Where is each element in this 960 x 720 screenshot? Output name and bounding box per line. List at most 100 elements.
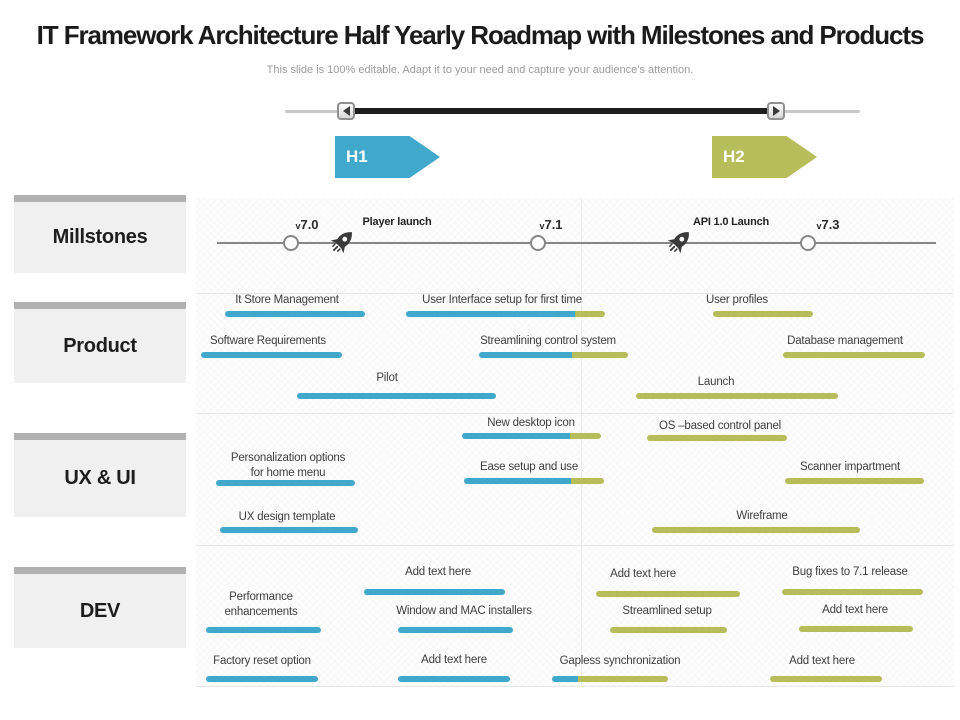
row-separator xyxy=(196,686,954,687)
task-label: Launch xyxy=(697,376,735,388)
task-label: Personalization options for home menu xyxy=(230,452,346,479)
task-bar-segment-olive xyxy=(572,352,628,358)
task-label: UX design template xyxy=(238,511,336,523)
task-label: Wireframe xyxy=(736,510,788,522)
task-bar-segment-blue xyxy=(398,627,513,633)
milestone-circle xyxy=(800,235,816,251)
task-label: Streamlining control system xyxy=(480,335,616,347)
task-label: Ease setup and use xyxy=(479,461,579,473)
slider-right-handle[interactable] xyxy=(767,102,785,120)
task-label: Add text here xyxy=(405,566,471,578)
task-bar xyxy=(398,627,513,633)
half-arrow-label: H2 xyxy=(723,147,745,166)
version-prefix: v xyxy=(295,221,301,231)
subtitle: This slide is 100% editable. Adapt it to… xyxy=(266,64,694,76)
task-bar xyxy=(783,352,925,358)
version-label: v7.3 xyxy=(816,217,839,232)
task-label: Add text here xyxy=(822,604,888,616)
task-bar xyxy=(713,311,813,317)
task-label: OS –based control panel xyxy=(659,420,781,432)
task-bar-segment-olive xyxy=(636,393,838,399)
task-bar-segment-olive xyxy=(785,478,924,484)
task-bar xyxy=(220,527,358,533)
task-bar-segment-olive xyxy=(799,626,913,632)
half-arrow-h2: H2 xyxy=(712,136,817,178)
sidebar-row-dev: DEV xyxy=(14,567,186,648)
task-bar-segment-olive xyxy=(596,591,740,597)
task-bar xyxy=(652,527,860,533)
sidebar-row-label: UX & UI xyxy=(64,467,136,489)
milestone-event-label: Player launch xyxy=(362,216,432,228)
sidebar-row-ux-ui: UX & UI xyxy=(14,433,186,517)
slider-right-arrow-icon xyxy=(772,106,780,116)
task-bar-segment-blue xyxy=(406,311,575,317)
sidebar-row-label: Product xyxy=(63,334,137,357)
task-bar-segment-olive xyxy=(610,627,727,633)
task-label: New desktop icon xyxy=(487,417,575,429)
row-separator xyxy=(196,413,954,414)
task-bar xyxy=(552,676,668,682)
task-label: Bug fixes to 7.1 release xyxy=(792,566,908,578)
task-label: Streamlined setup xyxy=(622,605,712,617)
version-number: 7.3 xyxy=(821,217,840,232)
task-bar-segment-blue xyxy=(220,527,358,533)
task-bar-segment-olive xyxy=(652,527,860,533)
task-bar-segment-blue xyxy=(297,393,496,399)
task-bar-segment-blue xyxy=(462,433,570,439)
task-bar-segment-blue xyxy=(201,352,342,358)
task-bar xyxy=(596,591,740,597)
task-label: Add text here xyxy=(789,655,855,667)
task-bar-segment-olive xyxy=(770,676,882,682)
task-bar-segment-olive xyxy=(578,676,668,682)
timeline-line xyxy=(217,242,936,244)
task-bar xyxy=(225,311,365,317)
milestone-circle xyxy=(530,235,546,251)
page-title: IT Framework Architecture Half Yearly Ro… xyxy=(36,20,925,50)
task-bar-segment-olive xyxy=(570,433,601,439)
task-bar xyxy=(610,627,727,633)
task-bar-segment-olive xyxy=(782,589,923,595)
task-bar xyxy=(647,435,787,441)
task-label: Performance enhancements xyxy=(224,591,298,618)
task-label: Add text here xyxy=(421,654,487,666)
task-bar xyxy=(785,478,924,484)
task-label: It Store Management xyxy=(235,294,339,306)
sidebar-row-label: DEV xyxy=(79,599,121,622)
roadmap-canvas xyxy=(196,198,954,686)
sidebar-row-millstones: Millstones xyxy=(14,195,186,273)
rocket-icon xyxy=(317,219,365,267)
milestone-circle xyxy=(283,235,299,251)
task-label: User Interface setup for first time xyxy=(422,294,582,306)
version-label: v7.0 xyxy=(295,217,318,232)
slider-left-handle[interactable] xyxy=(337,102,355,120)
task-bar xyxy=(770,676,882,682)
version-number: 7.1 xyxy=(544,217,563,232)
task-bar xyxy=(462,433,601,439)
task-bar xyxy=(206,676,318,682)
task-bar-segment-blue xyxy=(552,676,578,682)
task-bar xyxy=(364,589,505,595)
sidebar-row-label: Millstones xyxy=(52,226,148,248)
row-separator xyxy=(196,293,954,294)
task-bar xyxy=(206,627,321,633)
slider-left-arrow-icon xyxy=(342,106,350,116)
task-bar-segment-olive xyxy=(713,311,813,317)
task-label: Database management xyxy=(787,335,903,347)
task-bar xyxy=(464,478,604,484)
task-bar-segment-blue xyxy=(398,676,510,682)
version-prefix: v xyxy=(816,221,822,231)
task-bar-segment-blue xyxy=(464,478,571,484)
task-label: Scanner impartment xyxy=(800,461,900,473)
task-bar xyxy=(398,676,510,682)
version-number: 7.0 xyxy=(300,217,319,232)
sidebar-row-product: Product xyxy=(14,302,186,383)
half-arrow-label: H1 xyxy=(346,147,368,166)
task-label: Factory reset option xyxy=(213,655,311,667)
milestone-event-label: API 1.0 Launch xyxy=(692,216,770,228)
task-bar xyxy=(406,311,605,317)
task-bar-segment-olive xyxy=(575,311,605,317)
task-bar-segment-blue xyxy=(479,352,572,358)
task-bar xyxy=(297,393,496,399)
task-label: User profiles xyxy=(706,294,768,306)
